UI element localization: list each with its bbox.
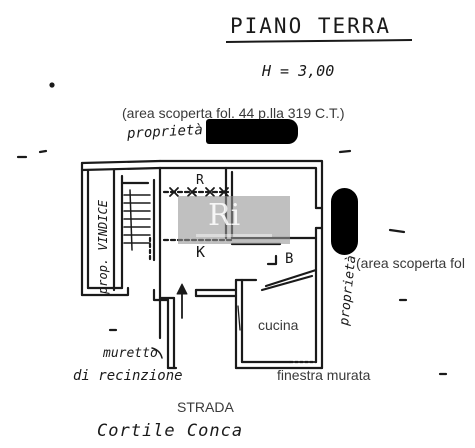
room-b-label: B	[285, 251, 294, 267]
window-right	[314, 206, 324, 230]
ink-mark	[38, 149, 48, 154]
watermark-strip	[196, 234, 272, 237]
bath-wall-lower-inner	[260, 274, 314, 292]
kitchen-window	[237, 305, 241, 331]
ri-logo-watermark: Ri	[178, 196, 290, 244]
area-scoperta-right-label: (area scoperta fol	[356, 255, 465, 271]
finestra-murata-label: finestra murata	[277, 367, 371, 383]
redaction-top	[206, 119, 298, 144]
room-r-crosses	[169, 187, 229, 197]
stair-treads	[123, 189, 151, 251]
wall-top-left-inner	[80, 166, 162, 172]
strada-label: STRADA	[177, 399, 234, 415]
bath-partition	[266, 254, 278, 266]
muretto-label-line1: muretto	[103, 346, 158, 361]
ink-mark	[338, 149, 352, 154]
room-r-label: R	[196, 173, 204, 188]
height-note: H = 3,00	[262, 62, 335, 80]
area-scoperta-top-label: (area scoperta fol. 44 p.lla 319 C.T.)	[122, 105, 345, 121]
redaction-right	[331, 188, 358, 255]
wall-top-inner	[158, 166, 318, 174]
muretto-label-line2: di recinzione	[73, 368, 183, 384]
wall-bottom-left	[80, 286, 130, 297]
wall-top	[158, 159, 324, 168]
ri-logo-icon: Ri	[208, 198, 241, 233]
wall-top-left	[80, 159, 162, 165]
arrow-up-icon-head	[176, 283, 188, 295]
muretto-pointer	[151, 347, 163, 359]
ink-dot	[49, 82, 55, 88]
cucina-label: cucina	[258, 317, 299, 333]
bath-wall-lower	[264, 268, 318, 288]
corridor-wall	[152, 288, 170, 302]
prop-vindice-label: prop. VINDICE	[95, 200, 110, 294]
room-k-label: K	[196, 243, 206, 261]
plan-title: PIANO TERRA	[230, 14, 392, 38]
ink-mark	[388, 228, 406, 234]
cortile-label: Cortile Conca	[97, 421, 244, 441]
